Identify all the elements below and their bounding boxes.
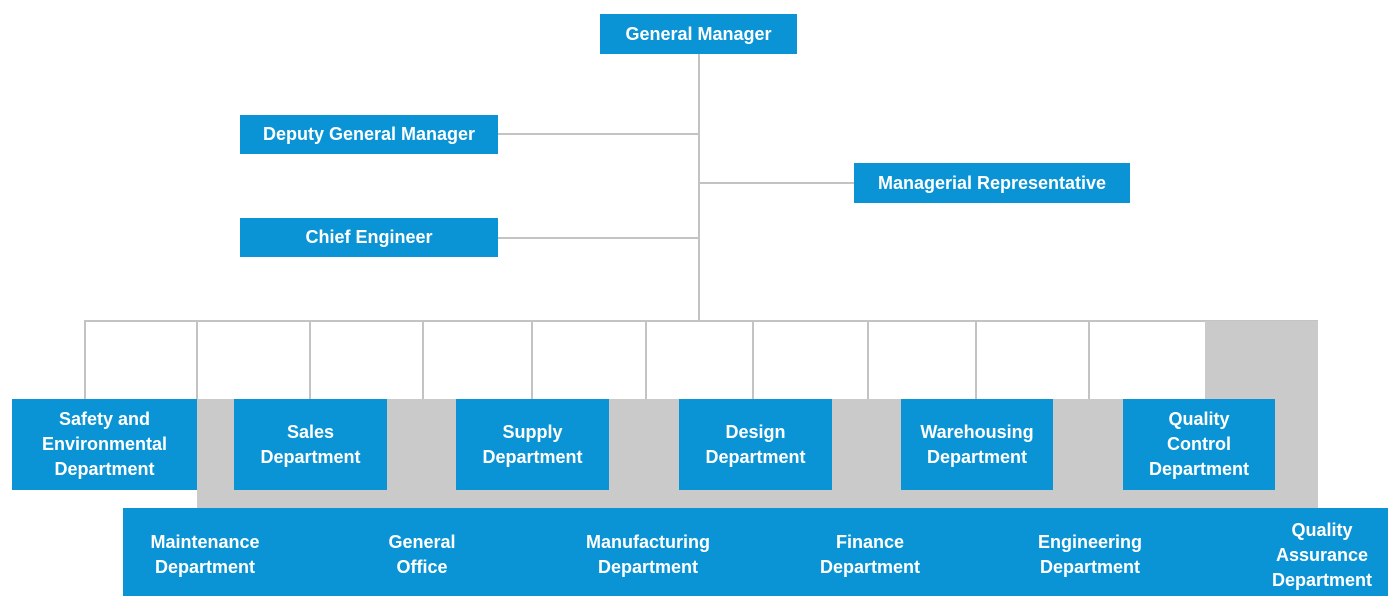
bottom-departments-bar xyxy=(123,508,1388,596)
org-node-maintenance-department: Maintenance Department xyxy=(150,532,260,577)
connector-drop-10 xyxy=(1088,320,1090,399)
org-node-supply-department: Supply Department xyxy=(456,399,609,490)
org-node-managerial-representative: Managerial Representative xyxy=(854,163,1130,203)
gray-right-block xyxy=(1205,321,1318,400)
connector-drop-6 xyxy=(645,320,647,399)
connector-gm-vertical xyxy=(698,53,700,321)
connector-deputy-horizontal xyxy=(497,133,699,135)
connector-main-horizontal xyxy=(84,320,1318,322)
connector-drop-5 xyxy=(531,320,533,399)
connector-drop-1 xyxy=(84,320,86,399)
connector-drop-9 xyxy=(975,320,977,399)
org-node-general-manager: General Manager xyxy=(600,14,797,54)
org-node-quality-assurance-department: Quality Assurance Department xyxy=(1271,519,1373,590)
connector-managerial-horizontal xyxy=(699,182,855,184)
connector-drop-8 xyxy=(867,320,869,399)
connector-drop-4 xyxy=(422,320,424,399)
org-node-safety-environmental-department: Safety and Environmental Department xyxy=(12,399,197,490)
connector-drop-7 xyxy=(752,320,754,399)
connector-drop-3 xyxy=(309,320,311,399)
org-node-general-office: General Office xyxy=(388,532,456,577)
connector-drop-2 xyxy=(196,320,198,399)
org-node-sales-department: Sales Department xyxy=(234,399,387,490)
org-node-deputy-general-manager: Deputy General Manager xyxy=(240,115,498,154)
connector-chief-horizontal xyxy=(497,237,699,239)
org-node-engineering-department: Engineering Department xyxy=(1037,532,1142,577)
org-node-finance-department: Finance Department xyxy=(819,532,921,577)
org-node-quality-control-department: Quality Control Department xyxy=(1123,399,1275,490)
org-node-chief-engineer: Chief Engineer xyxy=(240,218,498,257)
org-node-design-department: Design Department xyxy=(679,399,832,490)
org-node-warehousing-department: Warehousing Department xyxy=(901,399,1053,490)
org-node-manufacturing-department: Manufacturing Department xyxy=(586,532,710,577)
